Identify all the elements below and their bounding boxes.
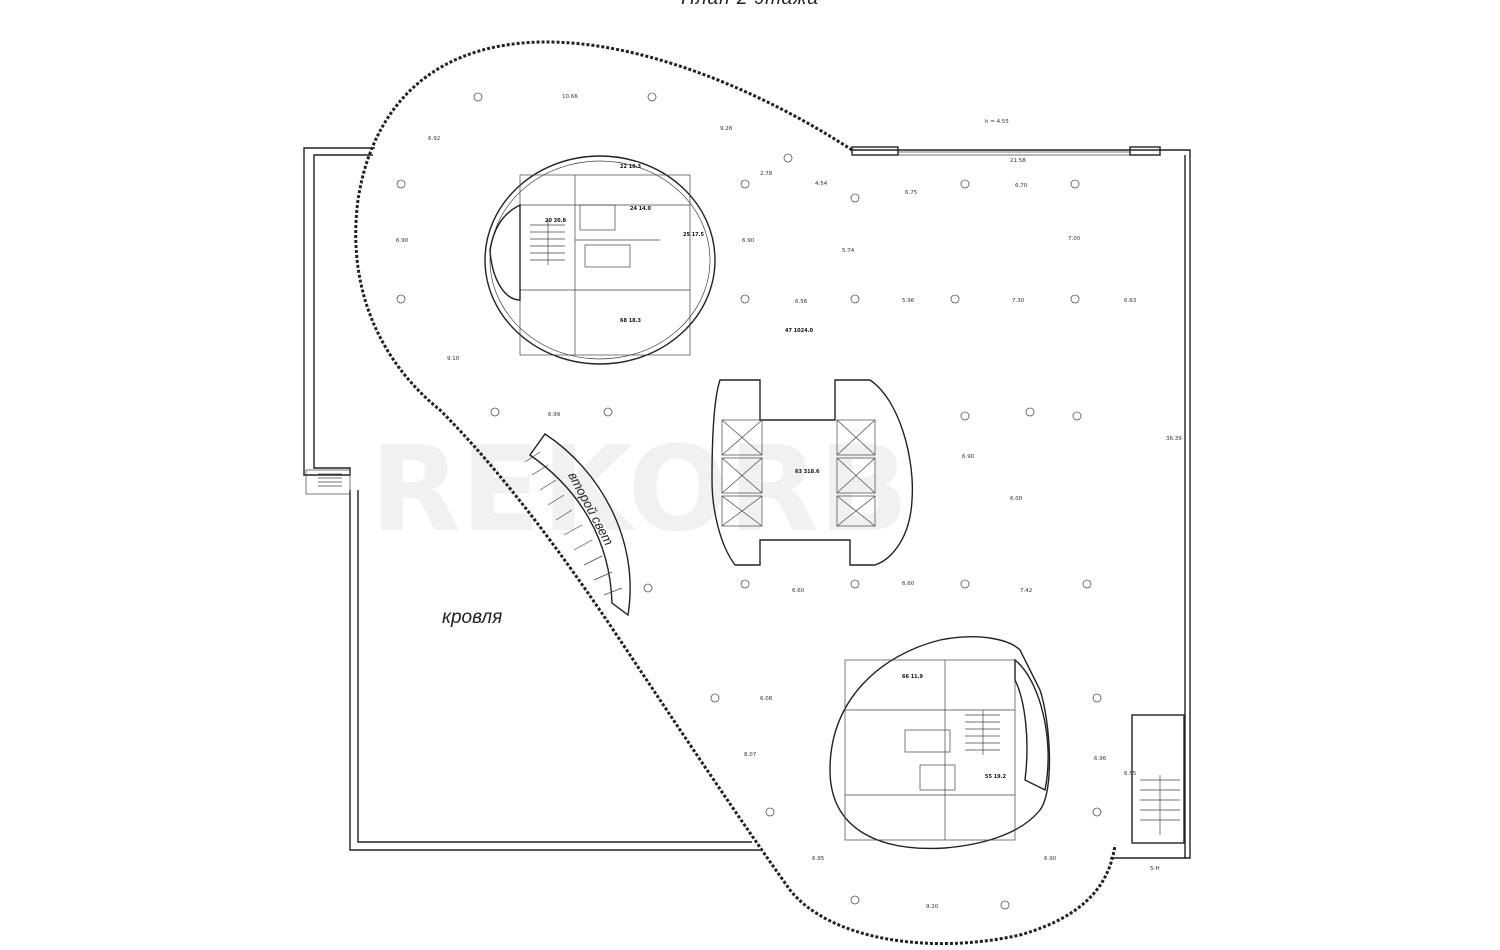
dim-d25: 6.55 [1124,771,1137,777]
curved-facade [354,40,1117,946]
dim-d23: 8.07 [744,752,757,758]
dim-d1: 9.28 [720,126,733,132]
core-bottom-right [829,636,1051,850]
dim-d11: 6.56 [795,299,808,305]
dim-d12: 5.96 [902,298,915,304]
dim-d27: 6.90 [1044,856,1057,862]
dim-top-arc: 10.66 [562,94,578,100]
columns [396,92,1102,910]
dim-d5: 21.58 [1010,158,1026,164]
core-center: 63 318.6 [711,379,914,566]
dim-d6: 6.75 [905,190,918,196]
room-label-c: 25 17.5 [683,232,705,238]
axis-mark: 5-Н [1150,866,1160,872]
dim-d28: 9.20 [926,904,939,910]
room-label-f: 66 11.9 [902,674,924,680]
dim-d9: 5.74 [842,248,855,254]
room-label-g: 55 19.2 [985,774,1007,780]
dim-d24: 6.96 [1094,756,1107,762]
height-mark: h = 4.55 [985,119,1009,125]
dim-d3: 6.90 [396,238,409,244]
dim-d7: 6.70 [1015,183,1028,189]
room-labels: 47 1024.0 22 10.3 24 14.0 25 17.5 20 20.… [545,164,1007,780]
room-label-center: 63 318.6 [795,469,820,475]
dim-d13: 7.30 [1012,298,1025,304]
room-label-a: 22 10.3 [620,164,642,170]
dim-d19: 6.60 [792,588,805,594]
dim-d30: 2.78 [760,171,773,177]
room-label-d: 20 20.8 [545,218,567,224]
plan-title: План 2 этажа [0,0,1500,10]
room-label-b: 24 14.0 [630,206,652,212]
dim-d8: 7.00 [1068,236,1081,242]
dim-d4: 9.10 [447,356,460,362]
room-label-hall: 47 1024.0 [785,328,814,334]
dim-d22: 6.08 [760,696,773,702]
dim-d26: 6.95 [812,856,825,862]
dim-d10: 6.90 [742,238,755,244]
dimension-labels: 10.66 9.28 6.92 6.90 9.10 21.58 6.75 6.7… [396,94,1182,910]
dim-d15: 6.99 [548,412,561,418]
core-top-left [484,155,716,365]
room-label-e: 68 18.3 [620,318,642,324]
roof-label: кровля [442,607,503,628]
dim-d14: 6.63 [1124,298,1137,304]
dim-d18: 6.00 [1010,496,1023,502]
dim-d2: 6.92 [428,136,440,142]
dim-d20: 6.60 [902,581,915,587]
dim-d16: 36.39 [1166,436,1182,442]
exterior-walls [851,146,1191,859]
watermark: REKORB [370,420,909,558]
roof-outline [303,147,760,851]
dim-d21: 7.42 [1020,588,1032,594]
dim-d17: 6.90 [962,454,975,460]
dim-d29: 4.54 [815,181,828,187]
